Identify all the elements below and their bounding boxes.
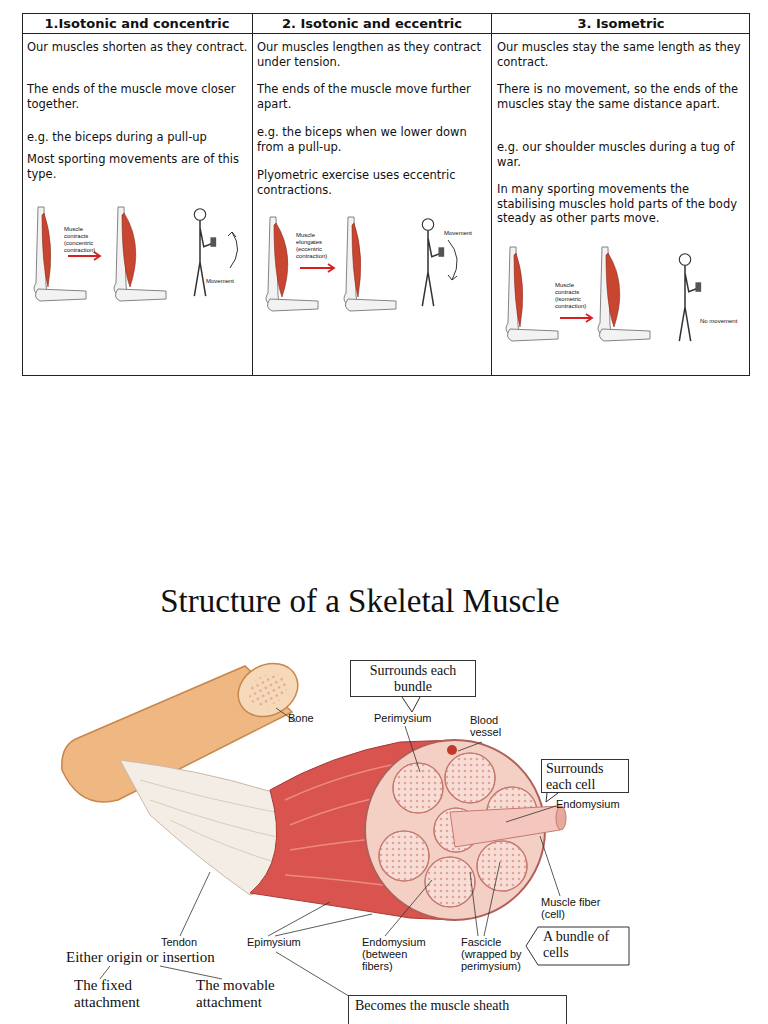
- diagram-title: Structure of a Skeletal Muscle: [110, 582, 610, 620]
- callout-text: Becomes the muscle sheath: [355, 998, 560, 1014]
- column-header: 1.Isotonic and concentric: [22, 16, 252, 32]
- drawing-part: [540, 836, 560, 896]
- table-cell: Our muscles lengthen as they contract un…: [257, 40, 487, 69]
- table-grid: [22, 13, 750, 376]
- red-arrow: [68, 252, 100, 260]
- callout-text: A bundle of cells: [543, 929, 626, 961]
- table-rule: [491, 13, 492, 376]
- red-arrow: [300, 264, 334, 272]
- drawing-part: [276, 952, 352, 998]
- drawing-part: [477, 841, 527, 891]
- attachment-note: The movable attachment: [196, 977, 288, 1011]
- table-cell: There is no movement, so the ends of the…: [497, 82, 745, 111]
- drawing-part: [385, 880, 432, 936]
- drawing-part: [379, 831, 429, 881]
- blood-vessel: [447, 745, 457, 755]
- attachment-note: Either origin or insertion: [66, 949, 215, 966]
- drawing-part: [506, 806, 556, 822]
- drawing-part: [458, 742, 482, 751]
- drawing-part: [405, 726, 420, 772]
- drawing-part: [445, 753, 495, 803]
- drawing-part: [180, 872, 210, 936]
- part-name: Fascicle (wrapped by perimysium): [461, 936, 531, 972]
- arm-drawing: [344, 217, 396, 311]
- table-cell: e.g. the biceps when we lower down from …: [257, 125, 487, 154]
- table-cell: Plyometric exercise uses eccentric contr…: [257, 168, 487, 197]
- drawing-part: [379, 831, 429, 881]
- table-cell: Our muscles stay the same length as they…: [497, 40, 745, 69]
- arm-drawing: [598, 247, 650, 341]
- figure-drawing: [679, 254, 701, 341]
- drawing-part: [445, 753, 495, 803]
- drawing-part: [484, 862, 500, 936]
- table-rule: [22, 33, 750, 34]
- callout-text: Surrounds each bundle: [355, 663, 471, 695]
- table-cell: e.g. the biceps during a pull-up: [27, 130, 249, 145]
- callout-box: Surrounds each bundle: [350, 660, 476, 697]
- figure-drawing: [422, 219, 444, 306]
- drawing-part: [470, 872, 478, 936]
- table-rule: [252, 13, 253, 376]
- image-caption: No movement: [700, 318, 737, 325]
- concentric-picture: [34, 207, 238, 301]
- table-border: [23, 14, 750, 376]
- arm-drawing: [114, 207, 166, 301]
- movement-arrow: [228, 232, 238, 268]
- movement-arrow: [448, 240, 457, 280]
- drawing-part: [393, 763, 443, 813]
- column-header: 2. Isotonic and eccentric: [252, 16, 492, 32]
- callout-text: Surrounds each cell: [546, 761, 624, 793]
- spongy-bone: [243, 667, 292, 712]
- red-arrow: [560, 314, 592, 322]
- isometric-picture: [506, 247, 701, 341]
- drawing-part: [425, 857, 475, 907]
- image-caption: Movement: [444, 230, 472, 237]
- table-cell: e.g. our shoulder muscles during a tug o…: [497, 140, 745, 169]
- table-cell: Our muscles shorten as they contract.: [27, 40, 249, 55]
- part-name: Blood vessel: [470, 714, 515, 738]
- image-caption: Movement: [206, 278, 234, 285]
- image-caption: Muscle contracts (isometric contraction): [555, 282, 595, 310]
- image-caption: Muscle contracts (concentric contraction…: [64, 226, 104, 254]
- muscle-fiber-tube: [450, 806, 564, 847]
- callout-outline-shape: [526, 927, 629, 965]
- part-name: Epimysium: [247, 936, 301, 949]
- arm-drawing: [506, 247, 558, 341]
- arm-drawing: [34, 207, 86, 301]
- table-cell: In many sporting movements the stabilisi…: [497, 182, 745, 226]
- eccentric-picture: [266, 217, 457, 311]
- part-name: Bone: [288, 712, 314, 725]
- callout-box: Becomes the muscle sheath: [348, 995, 567, 1024]
- part-name: Endomysium (between fibers): [362, 936, 432, 972]
- drawing-part: [275, 914, 372, 936]
- image-caption: Muscle elongates (eccentric contraction): [296, 232, 336, 260]
- part-name: Muscle fiber (cell): [541, 896, 613, 920]
- arm-drawing: [266, 217, 318, 311]
- drawing-part: [393, 763, 443, 813]
- part-name: Perimysium: [374, 712, 431, 725]
- callout-box: A bundle of cells: [525, 926, 630, 966]
- drawing-part: [477, 841, 527, 891]
- skeletal-muscle-drawing: [62, 653, 566, 920]
- table-cell: The ends of the muscle move further apar…: [257, 82, 487, 111]
- column-header: 3. Isometric: [492, 16, 750, 32]
- table-cell: Most sporting movements are of this type…: [27, 152, 249, 181]
- drawing-part: [402, 697, 420, 712]
- callout-box: Surrounds each cell: [541, 759, 629, 793]
- table-cell: The ends of the muscle move closer toget…: [27, 82, 249, 111]
- part-name: Tendon: [161, 936, 197, 949]
- attachment-note: The fixed attachment: [74, 977, 154, 1011]
- drawing-part: [425, 857, 475, 907]
- tendon-fibres: [140, 780, 290, 865]
- part-name: Endomysium: [556, 798, 620, 811]
